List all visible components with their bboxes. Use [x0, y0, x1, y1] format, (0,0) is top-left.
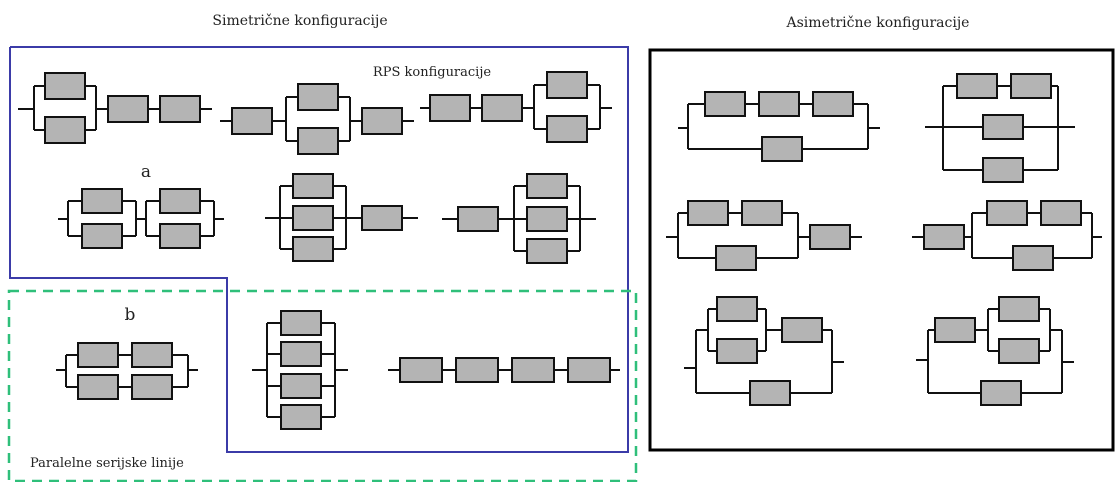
machine-block [77, 342, 119, 368]
parallel-serial-diagram-8 [252, 310, 348, 430]
machine-block [715, 245, 757, 271]
machine-block [361, 107, 403, 135]
rps-region-border [9, 46, 629, 453]
machine-block [526, 238, 568, 264]
machine-block [923, 224, 965, 250]
rps-diagram-3 [420, 71, 612, 143]
machine-block [77, 374, 119, 400]
machine-block [986, 200, 1028, 226]
machine-block [131, 374, 173, 400]
parallel-serial-diagram-9 [388, 357, 620, 383]
machine-block [998, 338, 1040, 364]
machine-block [361, 205, 403, 231]
machine-block [758, 91, 800, 117]
machine-block [716, 338, 758, 364]
parallel-serial-diagram-7 [56, 342, 198, 400]
machine-block [934, 317, 976, 343]
machine-block [687, 200, 729, 226]
machine-block [44, 116, 86, 144]
asymmetric-diagram-11 [925, 73, 1075, 183]
rps-diagram-4 [58, 188, 224, 249]
machine-block [956, 73, 998, 99]
machine-block [399, 357, 443, 383]
machine-block [1040, 200, 1082, 226]
machine-block [44, 72, 86, 100]
asymmetric-diagram-14 [684, 296, 844, 406]
machine-block [526, 173, 568, 199]
region-letter-a: a [141, 162, 151, 182]
asymmetric-diagram-12 [666, 200, 862, 271]
machine-block [297, 83, 339, 111]
machine-block [567, 357, 611, 383]
machine-block [526, 206, 568, 232]
rps-diagram-1 [18, 72, 212, 144]
rps-diagram-2 [220, 83, 414, 155]
region-letter-b: b [125, 305, 136, 325]
configuration-diagrams [18, 71, 1102, 430]
machine-block [292, 205, 334, 231]
asymmetric-diagram-15 [916, 296, 1074, 406]
machine-block [81, 188, 123, 214]
machine-block [131, 342, 173, 368]
machine-block [292, 173, 334, 199]
machine-block [292, 236, 334, 262]
machine-block [1012, 245, 1054, 271]
machine-block [481, 94, 523, 122]
rps-diagram-5 [265, 173, 418, 262]
machine-block [297, 127, 339, 155]
machine-block [107, 95, 149, 123]
machine-block [280, 373, 322, 399]
machine-block [457, 206, 499, 232]
machine-block [159, 223, 201, 249]
machine-block [781, 317, 823, 343]
rps-label: RPS konfiguracije [373, 65, 491, 80]
machine-block [546, 71, 588, 99]
rps-diagram-6 [442, 173, 596, 264]
asymmetric-diagram-10 [678, 91, 880, 162]
machine-block [704, 91, 746, 117]
machine-block [280, 341, 322, 367]
machine-block [982, 114, 1024, 140]
machine-block [761, 136, 803, 162]
machine-block [809, 224, 851, 250]
machine-block [741, 200, 783, 226]
parallel-serial-region-border [7, 289, 638, 483]
machine-block [231, 107, 273, 135]
machine-block [455, 357, 499, 383]
machine-block [1010, 73, 1052, 99]
machine-block [280, 404, 322, 430]
machine-block [982, 157, 1024, 183]
machine-block [546, 115, 588, 143]
symmetric-title: Simetrične konfiguracije [212, 13, 387, 29]
asymmetric-region-border [648, 48, 1115, 452]
machine-block [812, 91, 854, 117]
machine-block [716, 296, 758, 322]
machine-block [980, 380, 1022, 406]
parallel-serial-label: Paralelne serijske linije [30, 456, 184, 471]
machine-block [159, 95, 201, 123]
machine-block [511, 357, 555, 383]
asymmetric-title: Asimetrične konfiguracije [786, 15, 970, 31]
machine-block [749, 380, 791, 406]
machine-block [998, 296, 1040, 322]
machine-block [429, 94, 471, 122]
machine-block [81, 223, 123, 249]
machine-block [280, 310, 322, 336]
machine-block [159, 188, 201, 214]
asymmetric-diagram-13 [912, 200, 1102, 271]
